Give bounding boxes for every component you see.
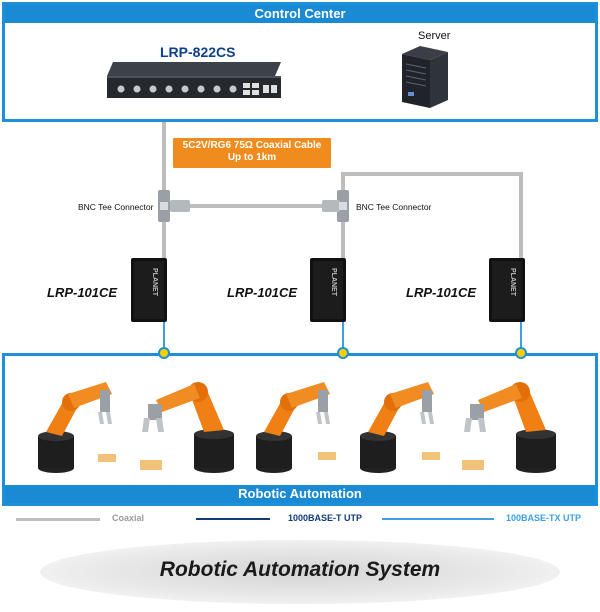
robot-arm-1 [38, 382, 116, 473]
robot-arm-2 [140, 382, 234, 473]
legend-line-coaxial [16, 518, 100, 521]
robot-arm-3 [256, 382, 336, 473]
control-center-panel: Control Center [2, 2, 598, 122]
legend-line-1000base [196, 518, 270, 520]
extender-brand-3: PLANET [509, 268, 516, 297]
legend-line-100base [382, 518, 494, 520]
coax-cable-spec: 5C2V/RG6 75Ω Coaxial Cable Up to 1km [173, 138, 331, 168]
switch-device[interactable] [103, 60, 285, 102]
robot-arm-5 [462, 382, 556, 473]
legend-label-1000base: 1000BASE-T UTP [288, 513, 363, 523]
robotic-automation-panel: Robotic Automation [2, 353, 598, 506]
extender-device-2[interactable]: PLANET [310, 258, 346, 322]
footer-title: Robotic Automation System [159, 558, 441, 581]
robotic-automation-title: Robotic Automation [5, 485, 595, 503]
extender-label-3: LRP-101CE [406, 285, 477, 300]
legend: Coaxial 1000BASE-T UTP 100BASE-TX UTP [0, 512, 600, 528]
switch-label: LRP-822CS [160, 44, 236, 60]
legend-label-100base: 100BASE-TX UTP [506, 513, 582, 523]
bnc-label-1: BNC Tee Connector [78, 202, 154, 212]
coax-cable-type: 5C2V/RG6 75Ω Coaxial Cable [182, 140, 322, 151]
junction-dot-1 [158, 347, 170, 359]
coax-loop-3 [341, 172, 523, 260]
junction-dot-2 [337, 347, 349, 359]
legend-label-coaxial: Coaxial [112, 513, 145, 523]
extender-brand-2: PLANET [330, 268, 337, 297]
extender-device-3[interactable]: PLANET [489, 258, 525, 322]
footer-shadow [40, 540, 560, 604]
bnc-tee-2 [322, 190, 349, 222]
extender-brand-1: PLANET [151, 268, 158, 297]
bnc-label-2: BNC Tee Connector [356, 202, 432, 212]
extender-label-1: LRP-101CE [47, 285, 118, 300]
control-center-title: Control Center [5, 5, 595, 23]
junction-dot-3 [515, 347, 527, 359]
coax-cable-distance: Up to 1km [227, 152, 277, 163]
server-device[interactable] [400, 44, 450, 110]
bnc-tee-1 [158, 190, 190, 222]
server-label: Server [418, 30, 451, 42]
extender-label-2: LRP-101CE [227, 285, 298, 300]
extender-device-1[interactable]: PLANET [131, 258, 167, 322]
robot-arm-4 [360, 382, 440, 473]
